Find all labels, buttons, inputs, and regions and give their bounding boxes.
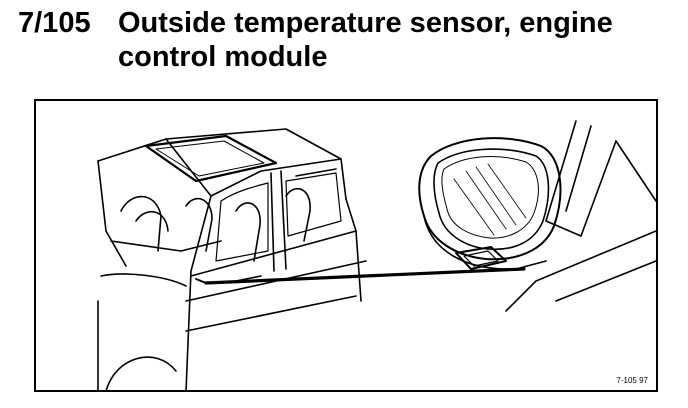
section-title: Outside temperature sensor, engine contr… xyxy=(118,7,613,73)
section-code: 7/105 xyxy=(18,7,91,39)
door-mirror xyxy=(418,120,656,312)
figure-reference: 7-105 97 xyxy=(616,376,648,385)
illustration-frame: 7-105 97 xyxy=(34,99,658,392)
car-mirror-illustration xyxy=(97,120,656,390)
leader-line xyxy=(195,267,526,285)
car-body xyxy=(97,128,367,390)
